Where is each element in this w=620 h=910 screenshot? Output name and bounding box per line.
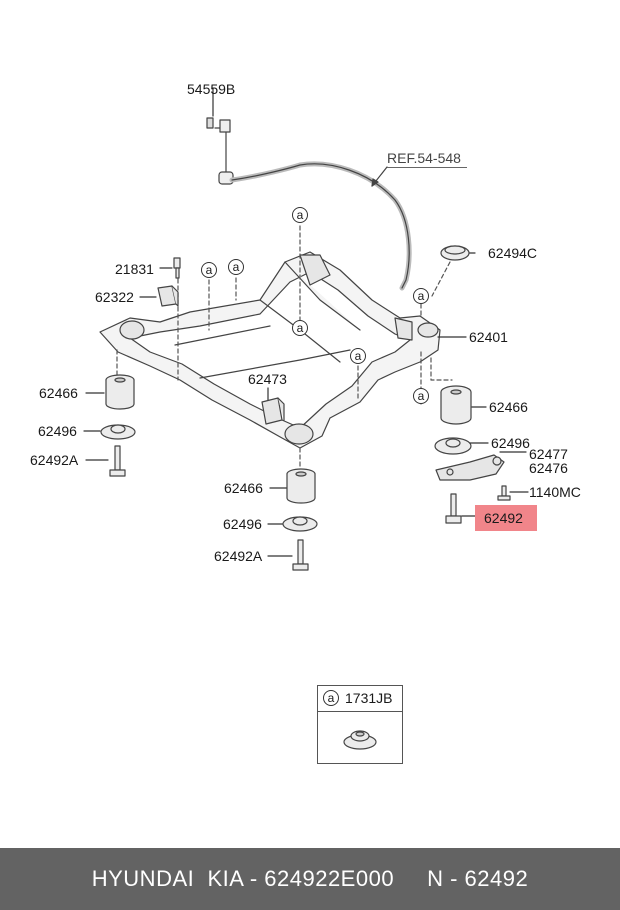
label-62492A-left[interactable]: 62492A	[30, 452, 79, 468]
legend-header: a 1731JB	[318, 686, 402, 712]
grommet-1731JB	[343, 730, 377, 750]
footer-bar: HYUNDAI KIA - 624922E000 N - 62492	[0, 848, 620, 910]
label-62476[interactable]: 62476	[529, 460, 568, 476]
label-62466-center[interactable]: 62466	[224, 480, 263, 496]
washer-62496-left	[100, 424, 136, 440]
label-62322[interactable]: 62322	[95, 289, 134, 305]
bushing-62466-right	[440, 385, 472, 425]
legend-callout-a: a	[323, 690, 339, 706]
label-62496-left[interactable]: 62496	[38, 423, 77, 439]
label-54559B[interactable]: 54559B	[187, 81, 236, 97]
ref-underline	[387, 167, 467, 168]
label-62466-left[interactable]: 62466	[39, 385, 78, 401]
label-leaders	[83, 87, 529, 557]
bolt-62492A-center	[292, 539, 309, 571]
callout-a-right-1: a	[413, 288, 429, 304]
callout-a-center: a	[292, 320, 308, 336]
callout-a-left-2: a	[228, 259, 244, 275]
bushing-62466-left	[105, 374, 135, 410]
leader-lines	[116, 225, 453, 471]
legend-box: a 1731JB	[317, 685, 403, 764]
callout-a-top: a	[292, 207, 308, 223]
parts-diagram: REF.54-548 54559B 21831 62322 62494C 624…	[30, 81, 581, 764]
bushing-62466-center	[286, 468, 316, 504]
bolt-62492A-left	[109, 445, 126, 477]
bolt-1140MC	[497, 485, 511, 501]
bracket-62322	[157, 285, 179, 307]
label-62492[interactable]: 62492	[484, 510, 523, 526]
bolt-62492	[445, 493, 462, 524]
highlight-62492	[475, 505, 537, 531]
cap-62494C	[440, 245, 470, 261]
diagram-drawing	[83, 87, 529, 750]
label-62494C[interactable]: 62494C	[488, 245, 538, 261]
legend-part-code[interactable]: 1731JB	[345, 690, 393, 706]
label-62496-right[interactable]: 62496	[491, 435, 530, 451]
label-1140MC[interactable]: 1140MC	[529, 484, 581, 500]
footer-part-number: HYUNDAI KIA - 624922E000 N - 62492	[91, 866, 529, 891]
washer-62496-right	[434, 437, 472, 455]
ref-label[interactable]: REF.54-548	[387, 150, 461, 166]
callout-a-mid: a	[350, 348, 366, 364]
label-62473[interactable]: 62473	[248, 371, 287, 387]
stabilizer-link	[206, 117, 234, 185]
callout-a-left-1: a	[201, 262, 217, 278]
callout-a-right-2: a	[413, 388, 429, 404]
bracket-62476	[435, 454, 505, 481]
bolt-21831	[173, 257, 181, 279]
label-62477[interactable]: 62477	[529, 446, 568, 462]
label-62492A-center[interactable]: 62492A	[214, 548, 263, 564]
label-21831[interactable]: 21831	[115, 261, 154, 277]
bracket-62473	[261, 397, 285, 425]
label-62496-center[interactable]: 62496	[223, 516, 262, 532]
subframe	[99, 251, 441, 449]
label-62401[interactable]: 62401	[469, 329, 508, 345]
washer-62496-center	[282, 516, 318, 532]
label-62466-right[interactable]: 62466	[489, 399, 528, 415]
